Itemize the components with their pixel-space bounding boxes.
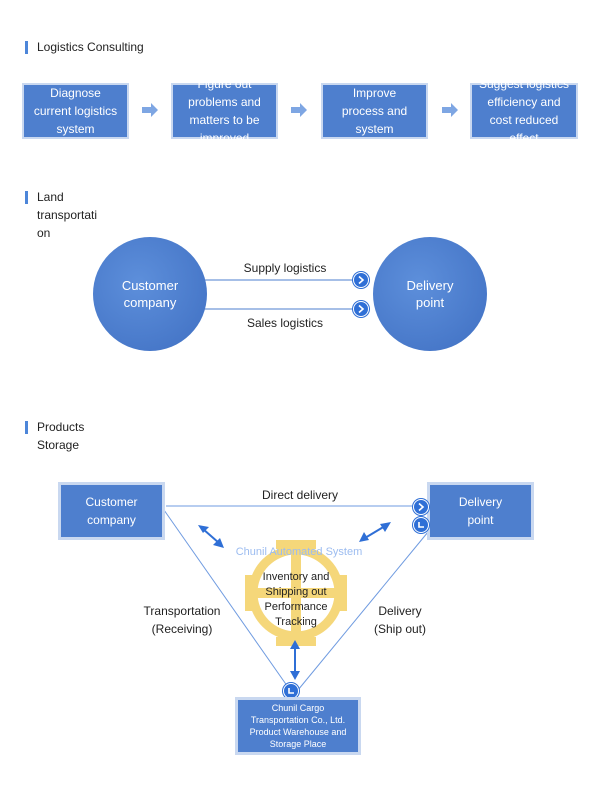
step-figure-out: Figure out problems and matters to be im… — [173, 77, 276, 145]
step-suggest: Suggest logistics efficiency and cost re… — [472, 77, 576, 145]
storage-title: Products Storage — [37, 418, 84, 454]
circle-label: Customer company — [121, 278, 179, 310]
step-label: Suggest logistics efficiency and cost re… — [478, 77, 570, 145]
delivery-line: Delivery — [378, 604, 422, 618]
storage-title-line: Products — [37, 420, 85, 434]
transportation-line: Transportation — [143, 604, 221, 618]
storage-title-line: Storage — [37, 438, 80, 452]
box-label: Customer company — [85, 495, 138, 527]
section-marker — [25, 41, 28, 54]
delivery-point-circle: Delivery point — [373, 237, 487, 351]
delivery-line: (Ship out) — [373, 622, 427, 636]
customer-company-circle: Customer company — [93, 237, 207, 351]
supply-logistics-label: Supply logistics — [243, 261, 327, 275]
warehouse-box: Chunil Cargo Transportation Co., Ltd. Pr… — [238, 700, 358, 752]
box-label: Delivery point — [458, 495, 503, 527]
customer-company-box: Customer company — [61, 485, 162, 537]
consulting-title: Logistics Consulting — [37, 40, 144, 54]
land-title-line: on — [37, 226, 51, 240]
box-label: Chunil Cargo Transportation Co., Ltd. Pr… — [249, 703, 347, 749]
gear-emblem-icon — [245, 540, 347, 646]
step-label: Diagnose current logistics system — [33, 86, 118, 136]
delivery-point-box: Delivery point — [430, 485, 531, 537]
transportation-line: (Receiving) — [151, 622, 213, 636]
sales-logistics-label: Sales logistics — [246, 316, 324, 330]
land-title-line: Land — [37, 190, 64, 204]
center-tracking-text: Inventory and Shipping out Performance T… — [262, 571, 330, 628]
section-marker — [25, 421, 28, 434]
chevron-right-circle-icon — [353, 272, 369, 288]
step-arrow-icon — [442, 103, 458, 117]
land-title-line: transportati — [37, 208, 98, 222]
step-arrow-icon — [291, 103, 307, 117]
step-arrow-icon — [142, 103, 158, 117]
corner-arrow-icon — [283, 683, 299, 699]
section-marker — [25, 191, 28, 204]
chevron-right-circle-icon — [353, 301, 369, 317]
step-label: Figure out problems and matters to be im… — [188, 77, 261, 145]
land-title: Land transportati on — [37, 188, 97, 242]
direct-delivery-label: Direct delivery — [261, 488, 339, 502]
chevron-right-circle-icon — [413, 499, 429, 515]
step-improve: Improve process and system — [323, 85, 426, 137]
corner-arrow-icon — [413, 517, 429, 533]
system-label: Chunil Automated System — [235, 546, 363, 558]
circle-label: Delivery point — [406, 278, 454, 310]
step-diagnose: Diagnose current logistics system — [24, 85, 127, 137]
transportation-label: Transportation (Receiving) — [130, 602, 234, 638]
step-label: Improve process and system — [341, 86, 408, 136]
delivery-label: Delivery (Ship out) — [360, 602, 440, 638]
